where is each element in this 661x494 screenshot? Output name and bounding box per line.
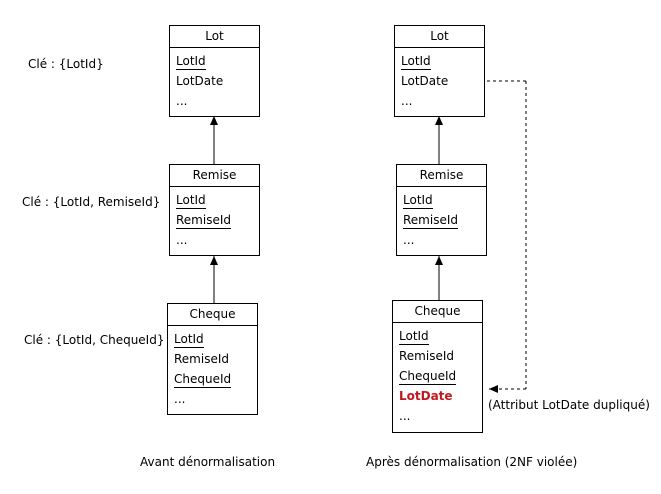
attr-lotid: LotId [401, 54, 431, 70]
right-lot-entity: Lot LotId LotDate ... [394, 25, 485, 117]
attr-more: ... [403, 233, 415, 247]
attr-remiseid: RemiseId [403, 213, 458, 229]
attr-lotdate: LotDate [401, 74, 449, 88]
right-remise-entity: Remise LotId RemiseId ... [396, 164, 487, 256]
left-lot-key-label: Clé : {LotId} [28, 57, 104, 71]
attr-lotid: LotId [176, 193, 206, 209]
entity-title: Cheque [168, 304, 257, 326]
attr-remiseid: RemiseId [174, 352, 229, 366]
left-remise-entity: Remise LotId RemiseId ... [169, 164, 260, 256]
left-cheque-key-label: Clé : {LotId, ChequeId} [24, 333, 165, 347]
attr-more: ... [176, 233, 188, 247]
entity-title: Cheque [393, 301, 482, 323]
entity-title: Lot [395, 26, 484, 48]
attr-remiseid: RemiseId [176, 213, 231, 229]
attr-more: ... [176, 94, 188, 108]
left-caption: Avant dénormalisation [140, 455, 276, 469]
attr-remiseid: RemiseId [399, 349, 454, 363]
left-remise-key-label: Clé : {LotId, RemiseId} [22, 195, 161, 209]
attr-more: ... [399, 409, 411, 423]
right-cheque-entity: Cheque LotId RemiseId ChequeId LotDate .… [392, 300, 483, 433]
attr-lotdate: LotDate [176, 74, 224, 88]
attr-lotid: LotId [174, 332, 204, 348]
attr-chequeid: ChequeId [174, 372, 232, 388]
entity-title: Remise [397, 165, 486, 187]
duplicated-attribute-note: (Attribut LotDate dupliqué) [488, 398, 650, 412]
left-cheque-entity: Cheque LotId RemiseId ChequeId ... [167, 303, 258, 415]
entity-title: Lot [170, 26, 259, 48]
entity-title: Remise [170, 165, 259, 187]
attr-lotid: LotId [176, 54, 206, 70]
attr-more: ... [401, 94, 413, 108]
attr-lotid: LotId [399, 329, 429, 345]
attr-chequeid: ChequeId [399, 369, 457, 385]
attr-lotid: LotId [403, 193, 433, 209]
attr-lotdate-duplicated: LotDate [399, 389, 453, 403]
right-caption: Après dénormalisation (2NF violée) [366, 455, 578, 469]
attr-more: ... [174, 392, 186, 406]
left-lot-entity: Lot LotId LotDate ... [169, 25, 260, 117]
